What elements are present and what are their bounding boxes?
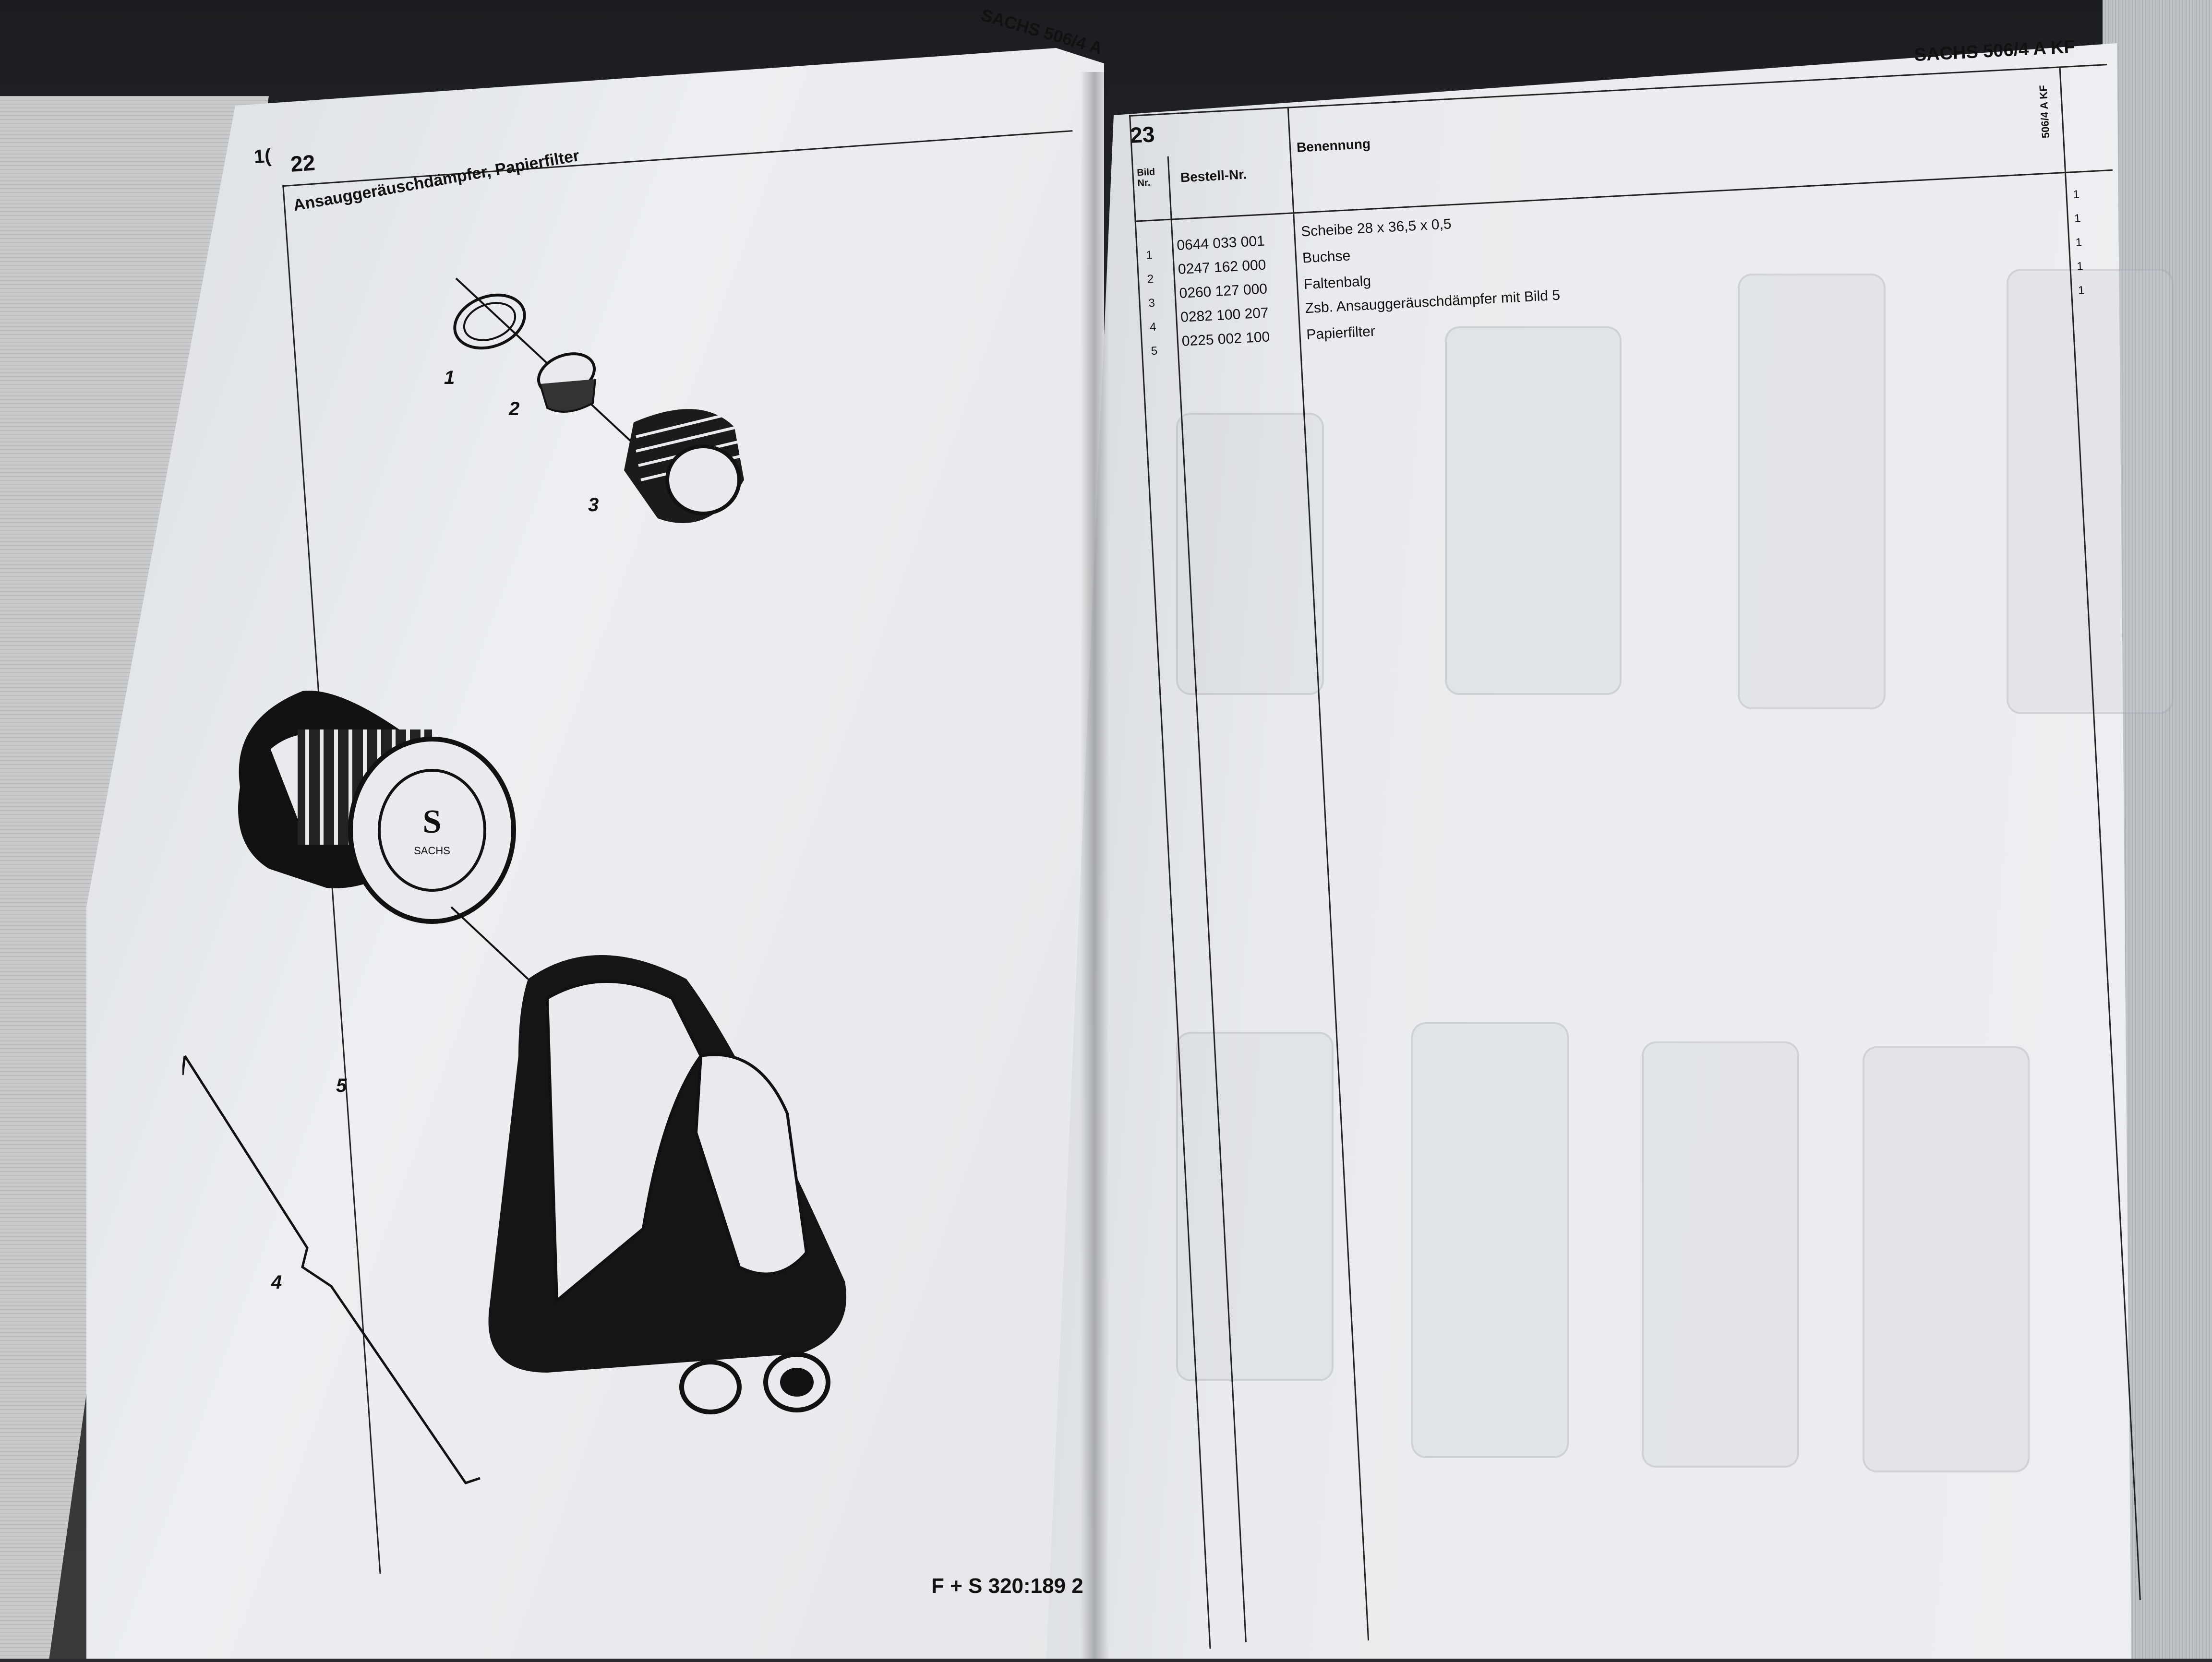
- row-1-bild: 1: [1145, 248, 1153, 262]
- sachs-logo-text: SACHS: [414, 845, 450, 857]
- col-head-bestell: Bestell-Nr.: [1180, 167, 1248, 185]
- row-3-nr: 0260 127 000: [1178, 281, 1268, 301]
- row-5-name: Papierfilter: [1306, 323, 1376, 343]
- showthrough-can-8: [1863, 1046, 2030, 1472]
- footer-code: F + S 320:189 2: [931, 1574, 1083, 1598]
- part-bushing: [537, 352, 596, 413]
- row-2-qty: 1: [2074, 212, 2081, 226]
- showthrough-can-5: [1176, 1032, 1334, 1381]
- figure-number: 22: [289, 150, 316, 177]
- part-washer: [453, 293, 526, 350]
- col-head-bild: Bild Nr.: [1136, 167, 1155, 189]
- book-gutter: [1080, 72, 1109, 1659]
- corner-mark: 1(: [253, 145, 272, 168]
- parts-illustration: S SACHS: [182, 277, 847, 1484]
- col-head-benennung: Benennung: [1296, 136, 1371, 155]
- showthrough-can-2: [1445, 326, 1622, 695]
- callout-3: 3: [588, 494, 599, 515]
- row-4-bild: 4: [1149, 320, 1157, 334]
- showthrough-can-7: [1642, 1041, 1799, 1468]
- row-5-bild: 5: [1151, 344, 1158, 358]
- silencer-outlets: [679, 1352, 830, 1414]
- part-silencer: [488, 955, 847, 1414]
- row-5-qty: 1: [2078, 284, 2085, 297]
- showthrough-can-6: [1411, 1022, 1569, 1458]
- right-page: [1046, 43, 2131, 1659]
- row-3-bild: 3: [1148, 296, 1155, 310]
- row-3-name: Faltenbalg: [1303, 273, 1371, 293]
- row-3-qty: 1: [2075, 236, 2082, 250]
- callout-4: 4: [271, 1272, 282, 1293]
- row-5-nr: 0225 002 100: [1181, 329, 1271, 349]
- row-2-nr: 0247 162 000: [1178, 257, 1267, 278]
- row-1-qty: 1: [2072, 188, 2080, 202]
- row-2-bild: 2: [1147, 272, 1154, 286]
- bracket-part-4: [182, 1055, 481, 1484]
- callout-1: 1: [444, 367, 455, 388]
- row-1-nr: 0644 033 001: [1176, 233, 1265, 254]
- showthrough-can-1: [1176, 413, 1324, 695]
- part-paper-filter-housing: S SACHS: [238, 691, 529, 980]
- side-tab: 506/4 A KF: [2037, 84, 2052, 139]
- part-bellows: [624, 409, 744, 523]
- sachs-logo: S: [423, 803, 442, 840]
- callout-2: 2: [509, 398, 520, 419]
- figure-title: Ansauggeräuschdämpfer, Papierfilter: [291, 146, 581, 215]
- showthrough-can-3: [1738, 274, 1886, 709]
- figure-number-right: 23: [1129, 121, 1155, 148]
- row-2-name: Buchse: [1302, 248, 1351, 266]
- parts-table: SACHS 506/4 A KF 23 Bild Nr. Bestell-Nr.…: [1128, 37, 2192, 1654]
- row-4-nr: 0282 100 207: [1180, 305, 1269, 325]
- row-1-name: Scheibe 28 x 36,5 x 0,5: [1300, 216, 1452, 240]
- row-4-name: Zsb. Ansauggeräuschdämpfer mit Bild 5: [1304, 287, 1561, 317]
- table-header-rule: [1134, 169, 2113, 222]
- callout-5: 5: [336, 1075, 347, 1096]
- row-4-qty: 1: [2076, 260, 2084, 274]
